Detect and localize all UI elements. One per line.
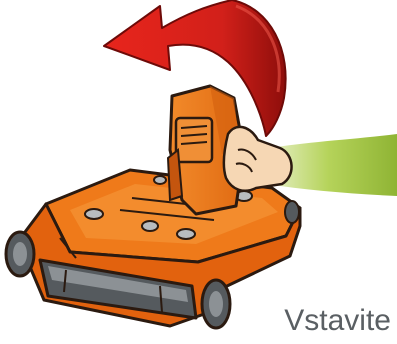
caption-text: Vstavite [284,306,391,336]
pool-cleaner-robot-icon [6,170,300,328]
hand-icon [224,127,397,196]
